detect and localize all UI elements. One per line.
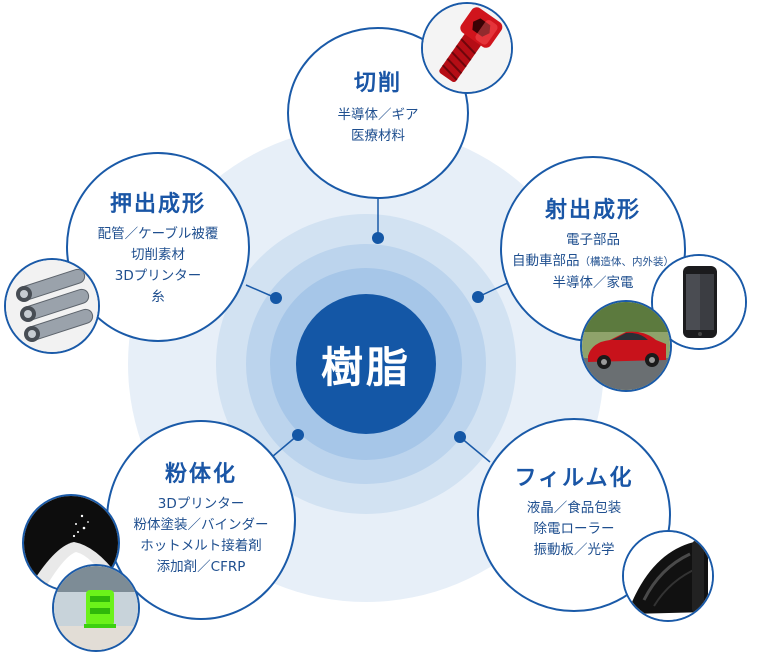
red-bolt-icon: [423, 4, 511, 92]
dot-powder: [292, 429, 304, 441]
dot-extrusion: [270, 292, 282, 304]
node-cutting-list: 半導体／ギア 医療材料: [289, 105, 467, 147]
node-film-item: 液晶／食品包装: [526, 500, 622, 516]
node-film-title: フィルム化: [514, 466, 634, 491]
node-extrusion-item: 糸: [151, 289, 165, 305]
red-car-photo: [580, 300, 672, 392]
node-powder-list: 3Dプリンター 粉体塗装／バインダー ホットメルト接着剤 添加剤／CFRP: [108, 494, 294, 578]
dot-cutting: [372, 232, 384, 244]
node-extrusion-list: 配管／ケーブル被覆 切削素材 3Dプリンター 糸: [68, 224, 248, 308]
node-film-item: 振動板／光学: [533, 542, 615, 558]
node-powder-item: ホットメルト接着剤: [140, 538, 262, 554]
center-resin-label: 樹脂: [296, 294, 436, 434]
red-car-icon: [582, 302, 670, 390]
grey-pipes-photo: [4, 258, 100, 354]
node-extrusion-item: 切削素材: [131, 247, 185, 263]
black-film-roll-icon: [624, 532, 712, 620]
node-extrusion-title: 押出成形: [109, 192, 206, 217]
node-cutting-item: 医療材料: [351, 128, 405, 144]
dot-film: [454, 431, 466, 443]
node-injection-item: 電子部品: [566, 232, 620, 248]
connector-film: [459, 436, 491, 463]
node-injection-list: 電子部品 自動車部品（構造体、内外装） 半導体／家電: [502, 230, 684, 294]
green-3d-print-photo: [52, 564, 140, 652]
connector-dots: [270, 232, 484, 443]
node-powder-item: 粉体塗装／バインダー: [133, 517, 269, 533]
node-film-list: 液晶／食品包装 除電ローラー 振動板／光学: [479, 498, 669, 561]
node-powder-item: 3Dプリンター: [157, 496, 245, 512]
green-3d-print-icon: [54, 566, 138, 650]
black-film-roll-photo: [622, 530, 714, 622]
node-injection-title: 射出成形: [544, 198, 641, 223]
node-cutting: 切削 半導体／ギア 医療材料: [287, 27, 469, 199]
red-bolt-photo: [421, 2, 513, 94]
grey-pipes-icon: [6, 260, 98, 352]
node-injection-item-note: （構造体、内外装）: [579, 256, 675, 268]
center-label-text: 樹脂: [320, 342, 411, 392]
dot-injection: [472, 291, 484, 303]
node-cutting-title: 切削: [353, 71, 402, 96]
node-powder-item: 添加剤／CFRP: [156, 559, 246, 575]
node-extrusion-item: 3Dプリンター: [114, 268, 202, 284]
node-film-item: 除電ローラー: [533, 521, 615, 537]
node-injection-item-text: 自動車部品: [512, 253, 580, 269]
node-powder: 粉体化 3Dプリンター 粉体塗装／バインダー ホットメルト接着剤 添加剤／CFR…: [106, 420, 296, 620]
node-cutting-item: 半導体／ギア: [337, 107, 419, 123]
node-powder-title: 粉体化: [164, 462, 237, 487]
node-injection-item: 自動車部品（構造体、内外装）: [502, 251, 684, 273]
node-extrusion-item: 配管／ケーブル被覆: [97, 226, 219, 242]
node-injection-item: 半導体／家電: [552, 275, 634, 291]
